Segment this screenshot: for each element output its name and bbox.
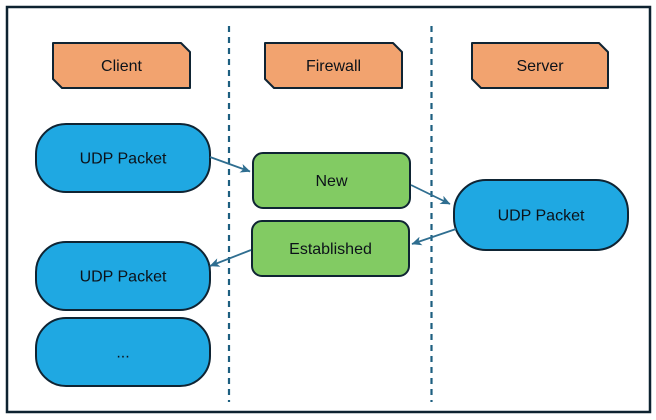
node-shape-state (251, 220, 410, 277)
node-label: UDP Packet (498, 208, 585, 225)
edge-established-to-client (209, 249, 252, 267)
edge-new-to-server (410, 184, 451, 205)
node-udp-client-2: UDP Packet (35, 241, 211, 311)
node-label: Established (289, 241, 372, 258)
lane-header-label: Firewall (306, 58, 361, 75)
node-udp-client-1: UDP Packet (35, 123, 211, 193)
lane-header-server: Server (471, 42, 609, 89)
edge-server-to-established (411, 228, 457, 246)
node-label: New (315, 173, 347, 190)
lane-header-client: Client (52, 42, 191, 89)
lane-header-firewall: Firewall (264, 42, 403, 89)
node-udp-client-more: ... (35, 317, 211, 387)
node-shape-pill (35, 241, 211, 311)
edge-client-to-new (209, 156, 251, 173)
node-shape-state (252, 152, 411, 209)
lane-header-shape (52, 42, 191, 89)
node-shape-pill (35, 123, 211, 193)
lane-header-label: Server (516, 58, 564, 75)
node-label: ... (116, 345, 129, 362)
node-udp-server: UDP Packet (453, 179, 629, 251)
diagram-border (5, 5, 652, 414)
node-state-established: Established (251, 220, 410, 277)
node-label: UDP Packet (80, 269, 167, 286)
node-state-new: New (252, 152, 411, 209)
node-label: UDP Packet (80, 151, 167, 168)
lane-header-label: Client (101, 58, 142, 75)
lane-header-shape (471, 42, 609, 89)
node-shape-pill (453, 179, 629, 251)
node-shape-pill (35, 317, 211, 387)
lane-header-shape (264, 42, 403, 89)
